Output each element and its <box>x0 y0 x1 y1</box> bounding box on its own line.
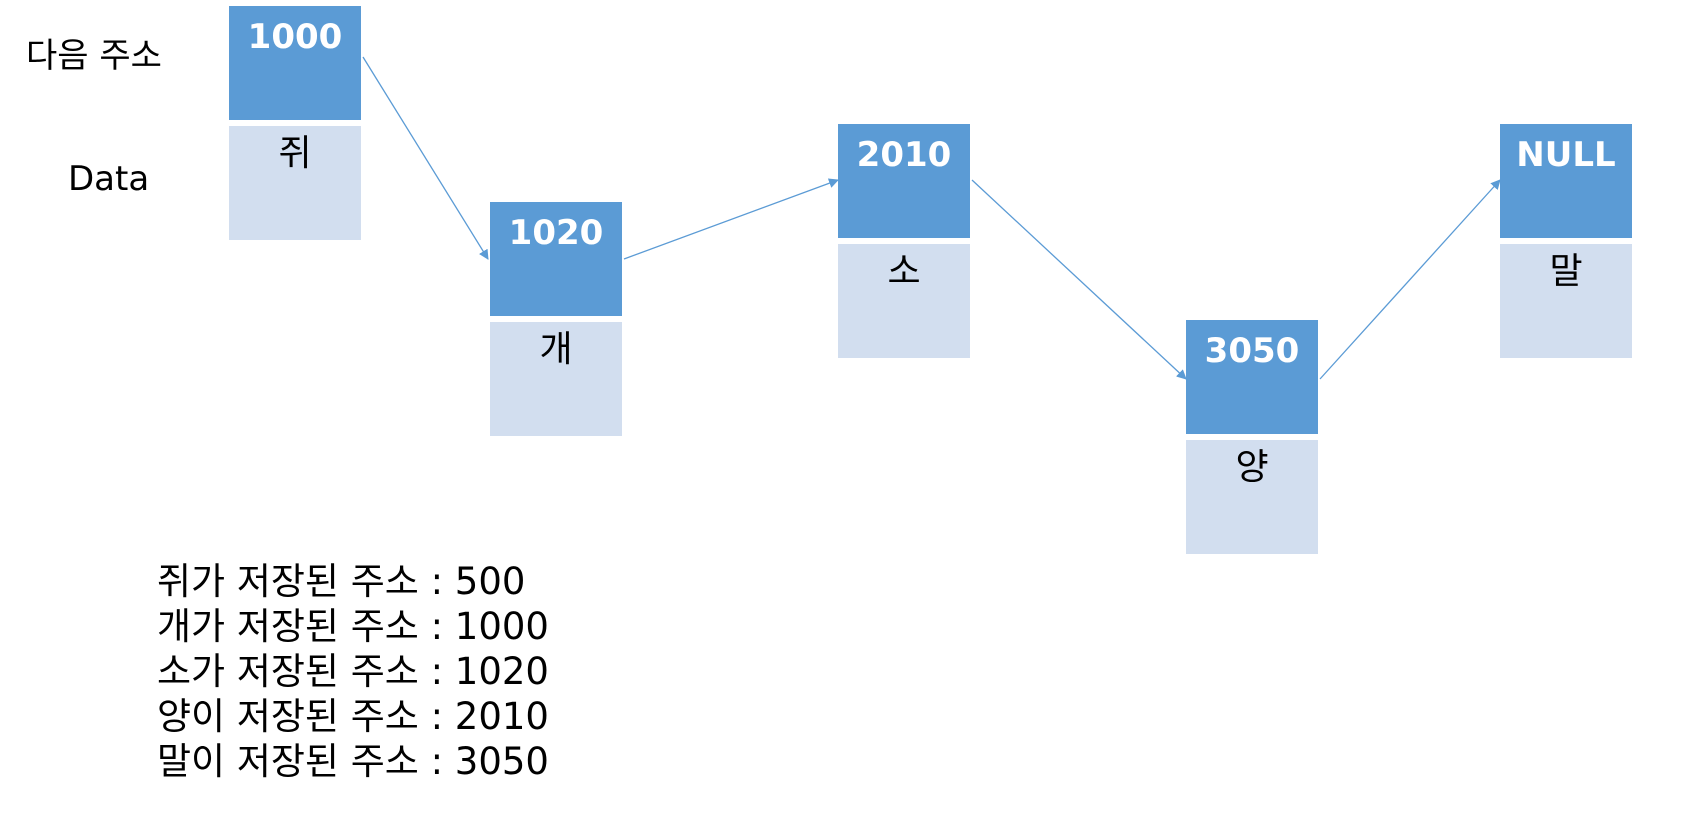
arrow-node2-to-node3 <box>623 178 839 260</box>
list-node: 3050 양 <box>1186 320 1318 554</box>
next-address-label: 다음 주소 <box>26 36 162 76</box>
arrow-node4-to-node5 <box>1319 179 1501 380</box>
list-node: NULL 말 <box>1500 124 1632 358</box>
list-item: 양이 저장된 주소 : 2010 <box>157 695 549 738</box>
next-address-cell: 1000 <box>229 6 361 120</box>
next-address-cell: 1020 <box>490 202 622 316</box>
data-cell: 말 <box>1500 244 1632 358</box>
next-address-cell: 2010 <box>838 124 970 238</box>
list-node: 1000 쥐 <box>229 6 361 240</box>
stored-address-list: 쥐가 저장된 주소 : 500 개가 저장된 주소 : 1000 소가 저장된 … <box>157 559 549 784</box>
list-item: 쥐가 저장된 주소 : 500 <box>157 560 526 603</box>
list-item: 말이 저장된 주소 : 3050 <box>157 740 549 783</box>
data-cell: 소 <box>838 244 970 358</box>
list-item: 개가 저장된 주소 : 1000 <box>157 605 549 648</box>
next-address-cell: 3050 <box>1186 320 1318 434</box>
data-cell: 개 <box>490 322 622 436</box>
arrow-node1-to-node2 <box>362 56 489 260</box>
next-address-cell: NULL <box>1500 124 1632 238</box>
list-node: 2010 소 <box>838 124 970 358</box>
data-cell: 양 <box>1186 440 1318 554</box>
data-label: Data <box>68 159 150 199</box>
list-item: 소가 저장된 주소 : 1020 <box>157 650 549 693</box>
arrow-node3-to-node4 <box>971 179 1187 380</box>
data-cell: 쥐 <box>229 126 361 240</box>
list-node: 1020 개 <box>490 202 622 436</box>
